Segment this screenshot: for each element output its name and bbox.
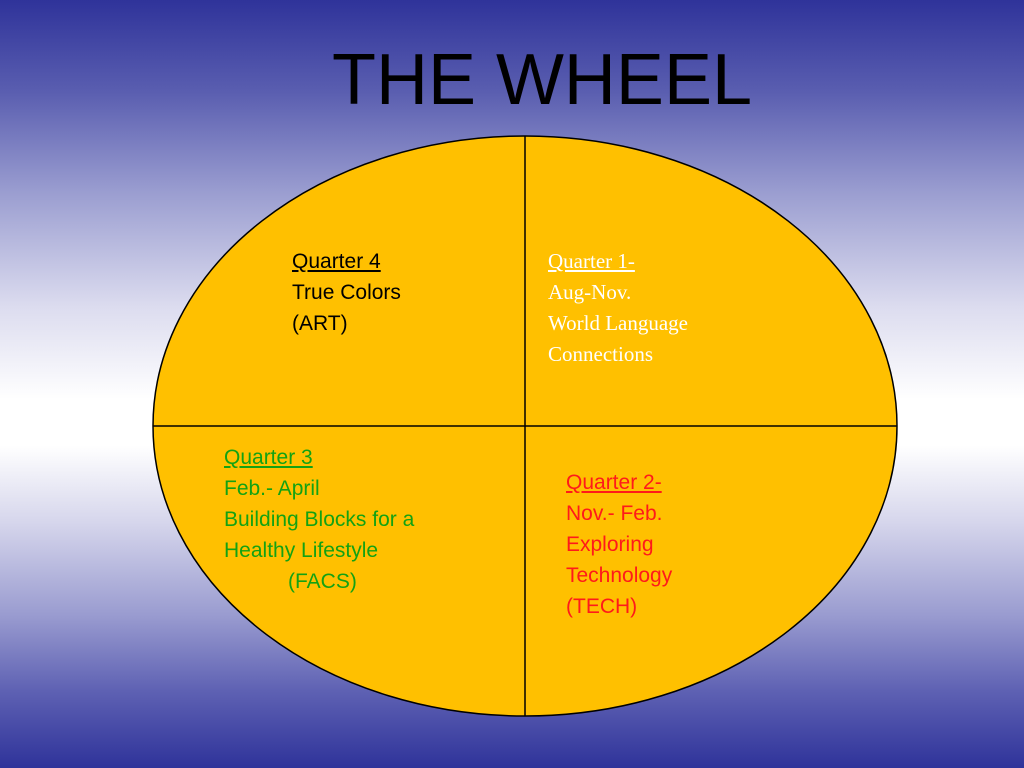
quarter-3-line-4: (FACS) xyxy=(288,570,357,593)
quarter-2-line-2: Exploring xyxy=(566,533,654,556)
quarter-2-line-1: Nov.- Feb. xyxy=(566,502,663,525)
quarter-3-line-2: Building Blocks for a xyxy=(224,508,415,531)
quarter-2-heading: Quarter 2- xyxy=(566,471,662,494)
quarter-4-line-2: (ART) xyxy=(292,312,348,335)
quarter-2-line-3: Technology xyxy=(566,564,673,587)
quarter-1-line-3: Connections xyxy=(548,342,653,366)
quadrant-quarter-4: Quarter 4 True Colors (ART) xyxy=(292,246,401,339)
quarter-1-heading: Quarter 1- xyxy=(548,249,635,273)
quarter-4-line-1: True Colors xyxy=(292,281,401,304)
slide-title: THE WHEEL xyxy=(331,40,753,120)
quarter-4-heading: Quarter 4 xyxy=(292,250,381,273)
quadrant-quarter-3: Quarter 3 Feb.- April Building Blocks fo… xyxy=(224,442,414,597)
quarter-1-line-2: World Language xyxy=(548,311,689,335)
quarter-3-line-3: Healthy Lifestyle xyxy=(224,539,379,562)
quarter-3-line-1: Feb.- April xyxy=(224,477,320,500)
quarter-1-line-1: Aug-Nov. xyxy=(548,280,632,304)
quadrant-quarter-1: Quarter 1- Aug-Nov. World Language Conne… xyxy=(548,246,688,370)
quarter-3-heading: Quarter 3 xyxy=(224,446,313,469)
quarter-2-line-4: (TECH) xyxy=(566,595,638,618)
quadrant-quarter-2: Quarter 2- Nov.- Feb. Exploring Technolo… xyxy=(566,467,672,622)
